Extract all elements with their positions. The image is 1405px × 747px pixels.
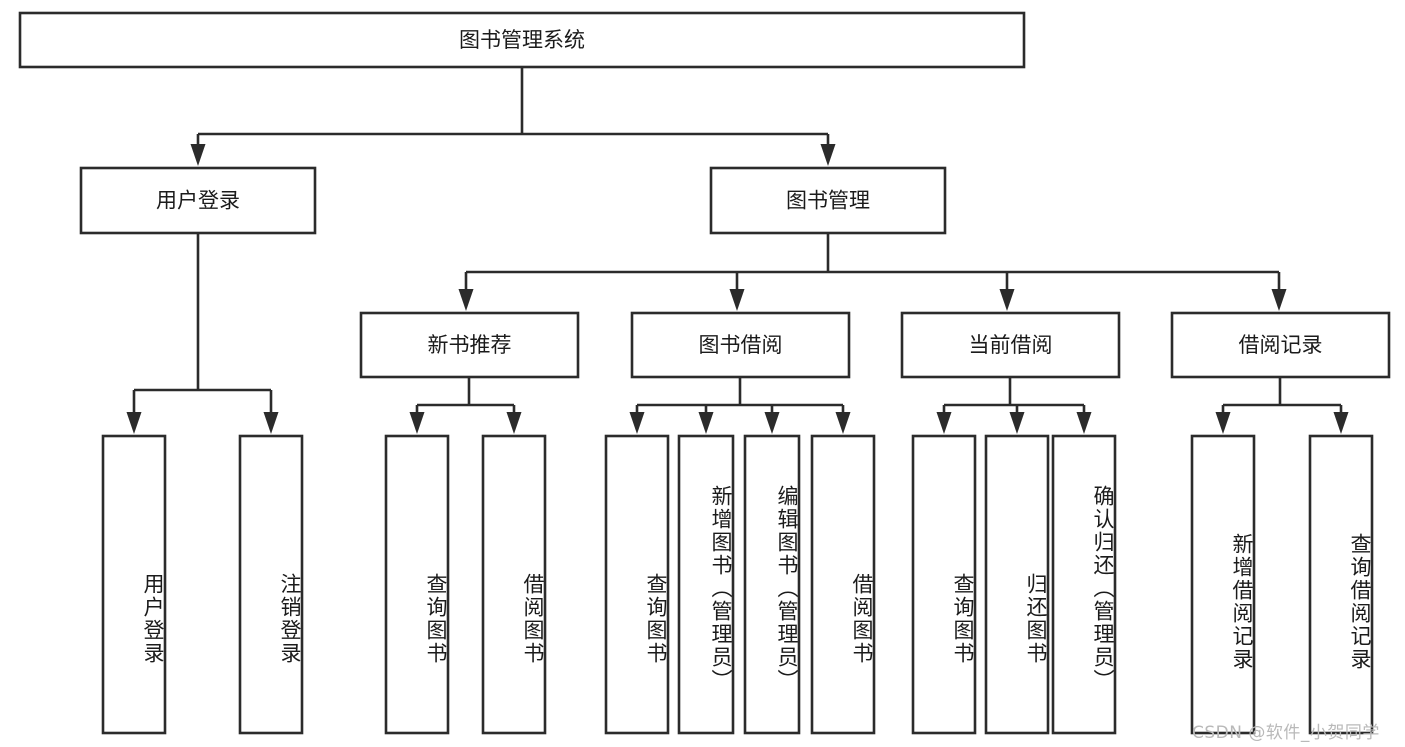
connector-bookborrow-to-leaves: [629, 377, 851, 434]
leaf-node-leaf-user-logout[interactable]: [238, 434, 304, 735]
leaf-node-leaf-add-borrow-record[interactable]: [1190, 434, 1256, 735]
connector-arrow-icon: [1009, 412, 1025, 434]
leaf-node-leaf-query-borrow-record[interactable]: [1308, 434, 1374, 735]
leaf-node-leaf-edit-book-admin[interactable]: [743, 434, 801, 735]
connector-userlogin-to-leaves: [126, 233, 279, 434]
connector-arrow-icon: [263, 412, 279, 434]
connector-borrowrecord-to-leaves: [1215, 377, 1349, 434]
leaf-node-leaf-borrow-book-1[interactable]: [481, 434, 547, 735]
connector-arrow-icon: [1333, 412, 1349, 434]
connector-arrow-icon: [629, 412, 645, 434]
leaf-node-leaf-query-book-2[interactable]: [604, 434, 670, 735]
connector-arrow-icon: [764, 412, 780, 434]
level3-node-new-book-recommend[interactable]: [359, 311, 580, 379]
level3-node-label-current-borrow: 当前借阅: [969, 333, 1053, 357]
connector-currentborrow-to-leaves: [936, 377, 1092, 434]
connector-arrow-icon: [698, 412, 714, 434]
connector-arrow-icon: [729, 289, 745, 311]
leaf-node-leaf-borrow-book-2[interactable]: [810, 434, 876, 735]
leaf-node-leaf-query-book-1[interactable]: [384, 434, 450, 735]
connector-arrow-icon: [190, 144, 206, 166]
csdn-watermark: CSDN @软件_小贺同学: [1192, 723, 1380, 743]
connector-arrow-icon: [458, 289, 474, 311]
level2-node-label-user-login: 用户登录: [156, 189, 240, 213]
level2-node-label-book-manage: 图书管理: [786, 189, 870, 213]
root-node-undefined[interactable]: [18, 11, 1026, 69]
connector-newbook-to-leaves: [409, 377, 522, 434]
connector-arrow-icon: [1215, 412, 1231, 434]
connector-arrow-icon: [409, 412, 425, 434]
level3-node-borrow-record[interactable]: [1170, 311, 1391, 379]
connector-arrow-icon: [820, 144, 836, 166]
connector-arrow-icon: [1076, 412, 1092, 434]
level3-node-label-book-borrow: 图书借阅: [699, 333, 783, 357]
level3-node-current-borrow[interactable]: [900, 311, 1121, 379]
leaf-node-leaf-query-book-3[interactable]: [911, 434, 977, 735]
connector-layer: [126, 67, 1349, 434]
level3-node-label-borrow-record: 借阅记录: [1239, 333, 1323, 357]
connector-root-to-level2: [190, 67, 836, 166]
level2-node-book-manage[interactable]: [709, 166, 947, 235]
leaf-node-leaf-confirm-return-admin[interactable]: [1051, 434, 1117, 735]
leaf-node-leaf-return-book[interactable]: [984, 434, 1050, 735]
leaf-node-leaf-add-book-admin[interactable]: [677, 434, 735, 735]
root-node-label-undefined: 图书管理系统: [459, 28, 585, 52]
connector-arrow-icon: [835, 412, 851, 434]
node-box-layer: [18, 11, 1391, 735]
level3-node-book-borrow[interactable]: [630, 311, 851, 379]
leaf-node-leaf-user-login[interactable]: [101, 434, 167, 735]
connector-arrow-icon: [936, 412, 952, 434]
connector-arrow-icon: [999, 289, 1015, 311]
connector-arrow-icon: [1271, 289, 1287, 311]
level2-node-user-login[interactable]: [79, 166, 317, 235]
connector-bookmanage-to-level3: [458, 233, 1287, 311]
level3-node-label-new-book-recommend: 新书推荐: [428, 333, 512, 357]
connector-arrow-icon: [506, 412, 522, 434]
connector-arrow-icon: [126, 412, 142, 434]
